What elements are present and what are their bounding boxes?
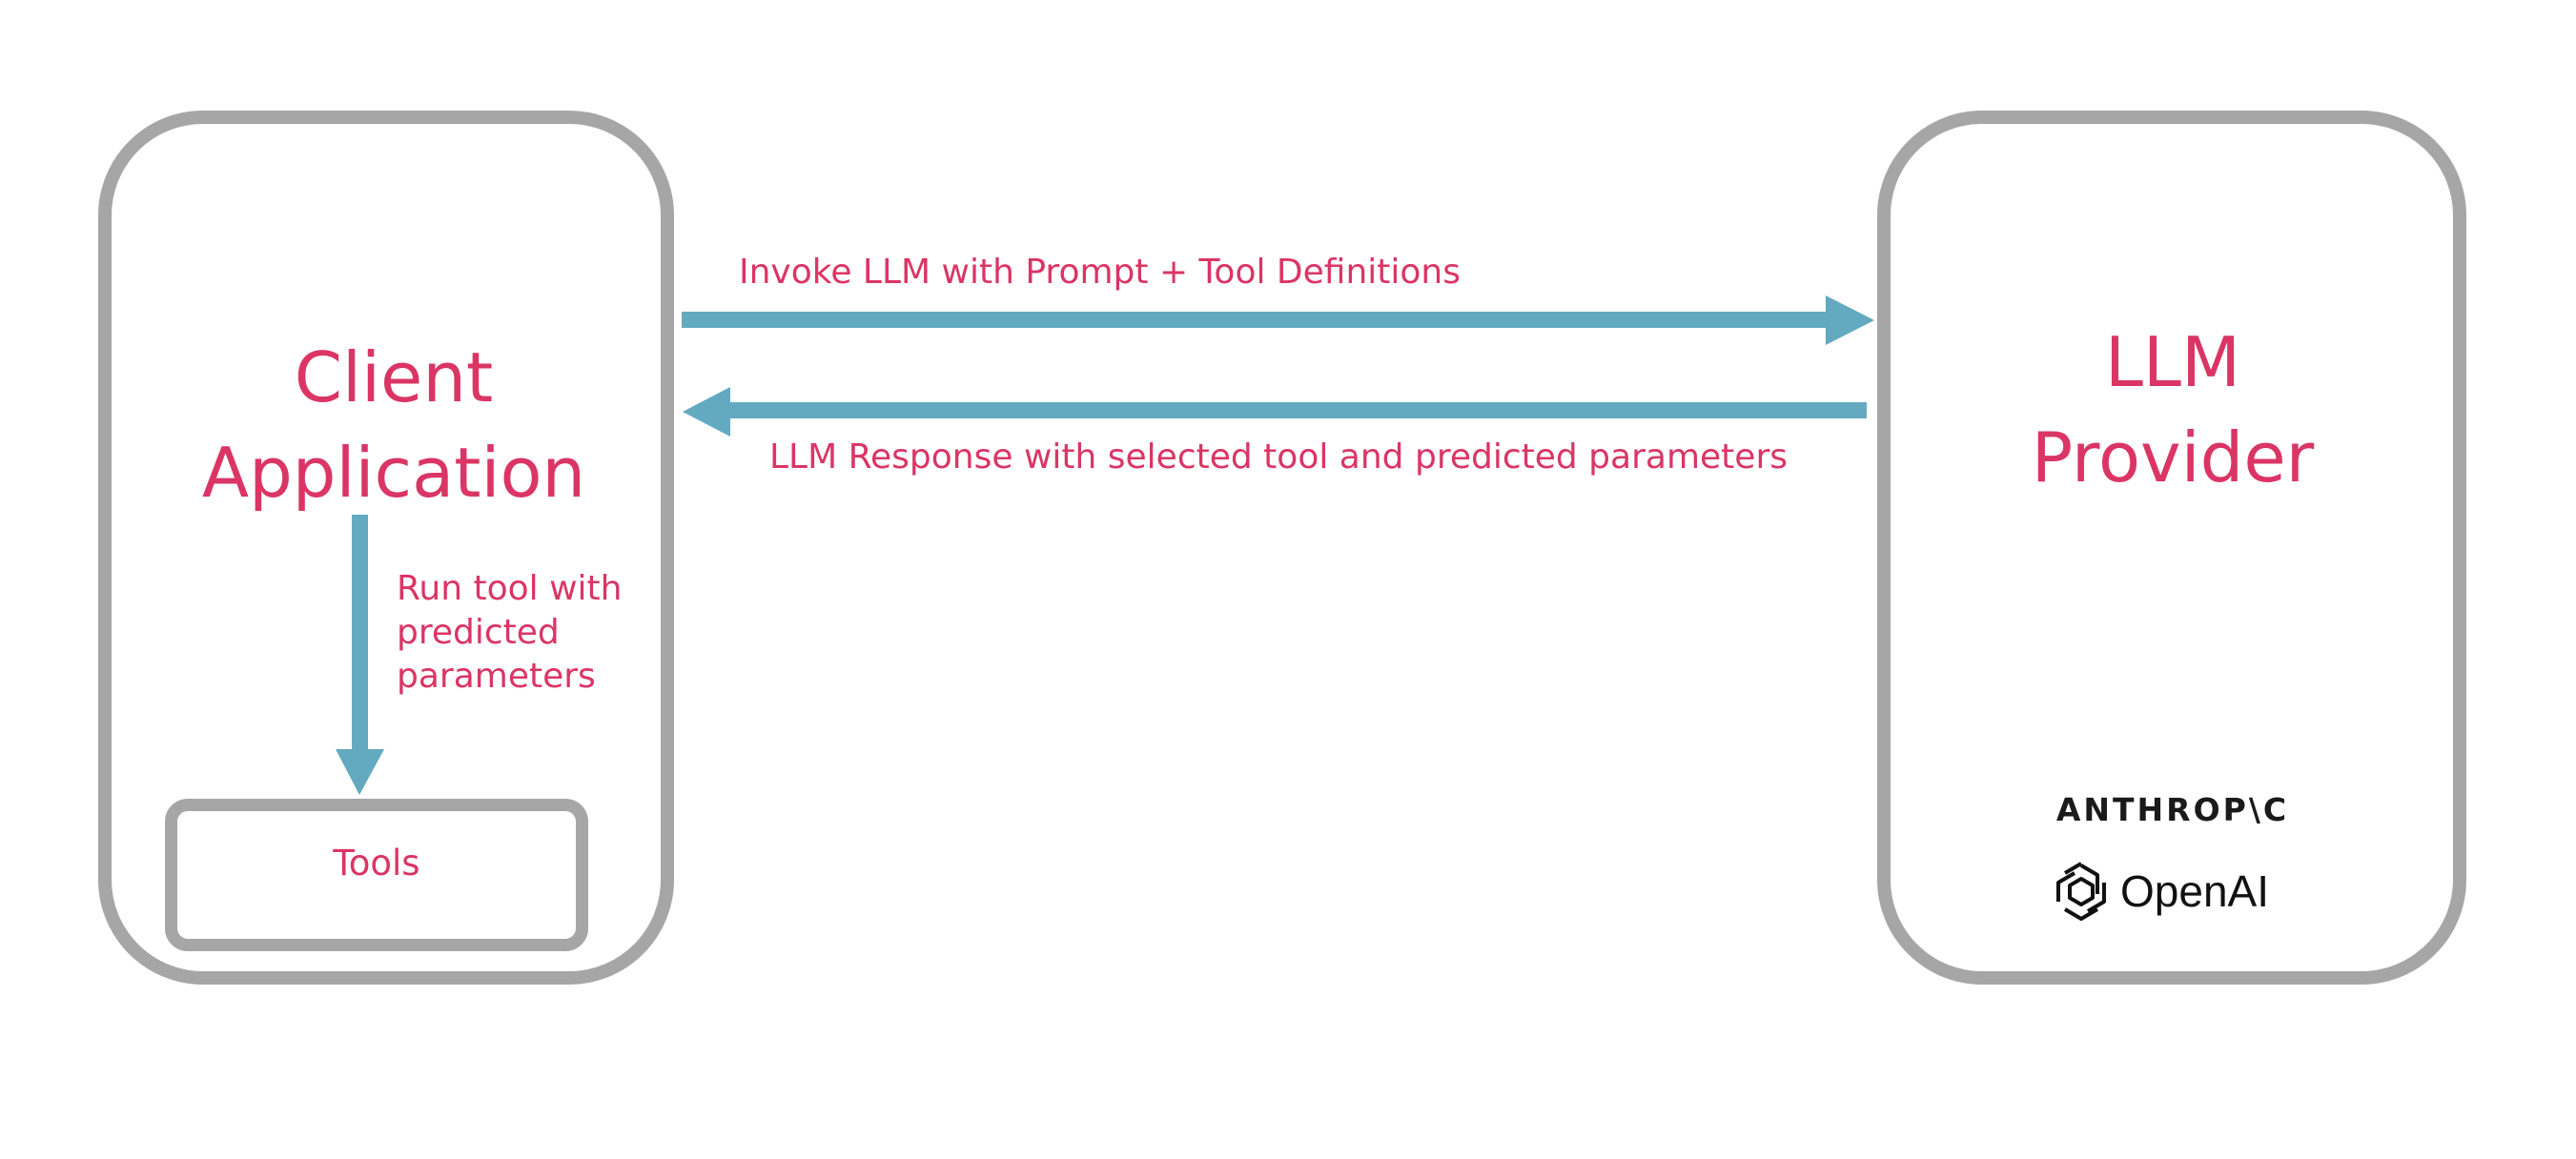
run-tool-line1: Run tool with: [397, 569, 623, 608]
llm-provider-title: LLM Provider: [1953, 315, 2392, 505]
tools-box: [165, 799, 588, 951]
openai-wordmark: OpenAI: [2120, 866, 2269, 916]
client-title-line2: Application: [201, 433, 586, 513]
run-tool-line2: predicted: [397, 613, 560, 652]
llm-title-line2: Provider: [2031, 417, 2315, 498]
anthropic-logo: ANTHROP\C: [2055, 791, 2290, 828]
tools-label: Tools: [333, 843, 420, 884]
request-edge-label: Invoke LLM with Prompt + Tool Definition…: [739, 253, 1462, 292]
response-edge-label: LLM Response with selected tool and pred…: [769, 437, 1788, 477]
request-arrow: [682, 295, 1874, 345]
response-arrow: [683, 387, 1867, 437]
run-tool-edge-label: Run tool with predicted parameters: [397, 567, 622, 699]
run-tool-arrow: [336, 515, 384, 795]
client-application-title: Client Application: [184, 330, 603, 520]
llm-provider-box: [1877, 111, 2466, 985]
client-title-line1: Client: [294, 337, 494, 417]
llm-title-line1: LLM: [2104, 322, 2241, 402]
openai-icon: [2056, 862, 2106, 921]
openai-logo: OpenAI: [2050, 860, 2269, 923]
run-tool-line3: parameters: [397, 657, 596, 696]
